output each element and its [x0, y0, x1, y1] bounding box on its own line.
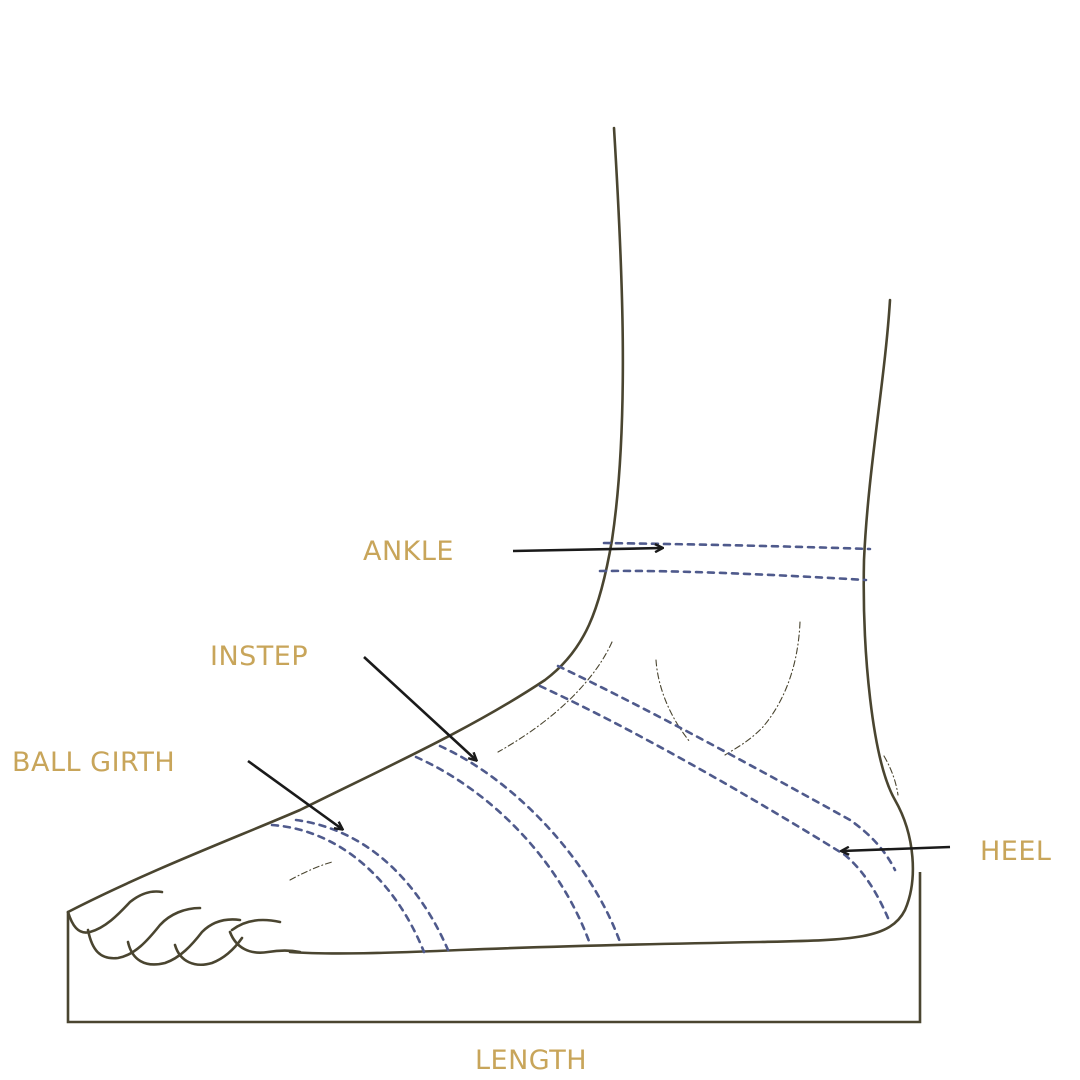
ball-girth-line-outer — [270, 823, 426, 954]
ball-girth-label: BALL GIRTH — [12, 747, 175, 778]
ankle-arrow — [512, 548, 662, 551]
ball-girth-line-inner — [294, 818, 450, 952]
foot-outline — [66, 126, 915, 966]
heel-label: HEEL — [980, 836, 1051, 867]
leg-front-line — [66, 126, 625, 914]
detail-toe-joint — [289, 861, 333, 881]
instep-heel-line-lower — [538, 684, 890, 920]
detail-tendon-3 — [724, 621, 801, 756]
length-bracket — [66, 872, 922, 1024]
ankle-measure-line-upper — [602, 541, 872, 551]
toe-4 — [173, 936, 244, 966]
heel-arrow — [842, 845, 951, 851]
leg-back-heel-sole-line — [288, 298, 915, 955]
length-label: LENGTH — [475, 1045, 587, 1076]
instep-heel-measure — [538, 664, 897, 920]
toe-3 — [126, 918, 242, 966]
ankle-measure-line-lower — [598, 569, 868, 582]
instep-line-inner — [438, 744, 622, 944]
detail-heel-line — [883, 755, 899, 796]
instep-measure — [414, 744, 622, 946]
instep-line-outer — [414, 755, 592, 946]
ankle-measure — [598, 541, 872, 582]
instep-arrow — [363, 656, 476, 760]
ball-girth-arrow — [247, 759, 342, 829]
ball-girth-measure — [270, 818, 450, 954]
instep-heel-line-upper — [556, 664, 897, 872]
toe-5-top — [230, 918, 282, 932]
detail-tendon-2 — [655, 659, 691, 743]
measurement-labels: ANKLE INSTEP BALL GIRTH HEEL LENGTH — [12, 536, 1051, 1076]
detail-tendon-1 — [497, 641, 613, 753]
toe-2 — [86, 906, 202, 960]
ankle-label: ANKLE — [363, 536, 454, 567]
toe-1 — [66, 890, 164, 934]
foot-detail-lines — [289, 621, 899, 881]
instep-label: INSTEP — [210, 641, 308, 672]
pointer-arrows — [247, 548, 951, 851]
toe-5 — [228, 930, 302, 954]
